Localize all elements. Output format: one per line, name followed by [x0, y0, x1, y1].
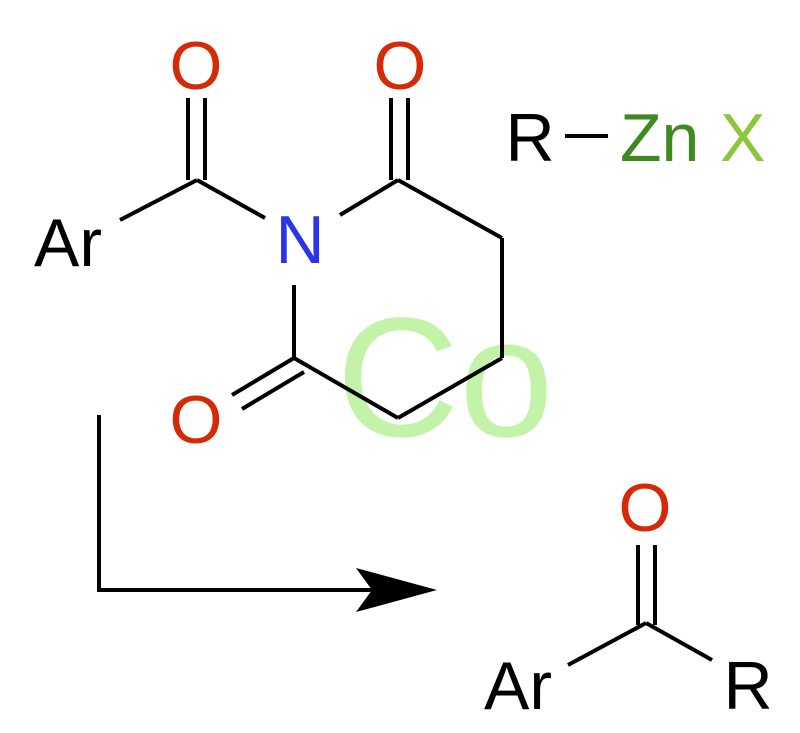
bond-c4-c5 — [397, 356, 503, 420]
bond-carbonyl-n — [196, 178, 266, 220]
catalyst-label-co: Co — [336, 283, 553, 473]
atom-o-product: O — [619, 470, 672, 546]
reaction-arrow — [97, 415, 437, 612]
bond-c2-c3 — [397, 178, 503, 240]
atom-o-ring-bottom: O — [170, 382, 223, 458]
atom-zn: Zn — [620, 100, 699, 176]
atom-ar-product: Ar — [484, 648, 552, 724]
bond-c6-o-2 — [240, 370, 306, 411]
atom-r-reagent: R — [505, 100, 554, 176]
bond-n-c2 — [338, 178, 400, 217]
arrow-head — [356, 568, 437, 612]
bond-ar-carbonyl — [119, 178, 198, 222]
bond-c6-o-1 — [230, 356, 296, 397]
organozinc-reagent: R Zn X — [505, 100, 765, 176]
bond-product-c-r — [645, 621, 713, 662]
atom-r-product: R — [723, 648, 772, 724]
product-bonds — [567, 545, 713, 667]
starting-material-bonds — [119, 98, 504, 420]
atom-n: N — [275, 202, 324, 278]
atom-o-ring-top: O — [374, 28, 427, 104]
bond-product-ar-c — [567, 621, 647, 667]
arrow-shaft — [97, 415, 375, 592]
atom-x: X — [720, 100, 765, 176]
atom-o-acyl: O — [170, 28, 223, 104]
bond-c5-c6 — [293, 356, 399, 420]
atom-ar-starting: Ar — [34, 205, 102, 281]
